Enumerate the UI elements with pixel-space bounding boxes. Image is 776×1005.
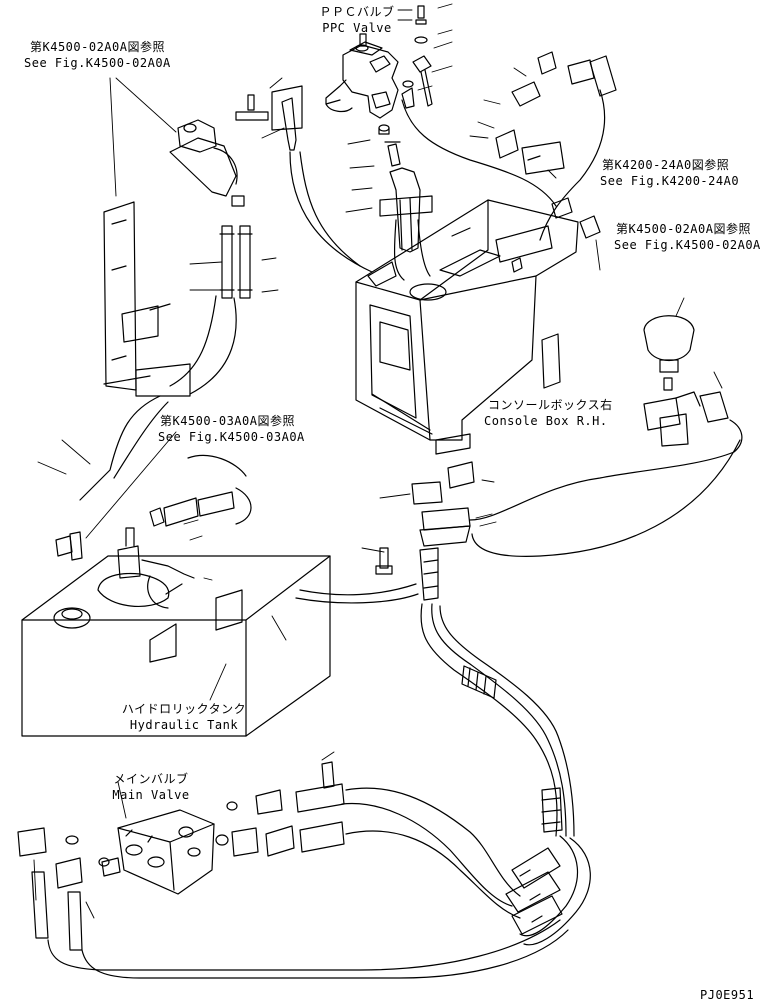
ref-k4200-24a0-en: See Fig.K4200-24A0: [600, 174, 740, 188]
hydraulic-tank-label-jp: ハイドロリックタンク: [121, 702, 247, 716]
ppc-bolts: [235, 5, 433, 167]
hoses: [47, 89, 743, 979]
main-valve-label-jp: メインバルブ: [113, 772, 189, 786]
left-valve-assembly: [169, 119, 253, 299]
tank-fittings: [55, 491, 235, 609]
console-box-label-jp: コンソールボックス右: [488, 398, 613, 412]
spiral-guards: [461, 665, 563, 935]
left-bracket: [103, 201, 191, 397]
ppc-harness: [379, 167, 433, 281]
ppc-valve: [325, 33, 399, 135]
ref-k4200-24a0-jp: 第K4200-24A0図参照: [602, 158, 730, 172]
console-box: [355, 199, 579, 455]
ref-k4500-02a0a-top-en: See Fig.K4500-02A0A: [24, 56, 171, 70]
drawing-code: PJ0E951: [700, 988, 755, 1002]
console-box-label-en: Console Box R.H.: [484, 414, 608, 428]
ref-k4500-02a0a-right-en: See Fig.K4500-02A0A: [614, 238, 761, 252]
hydraulic-tank-label-en: Hydraulic Tank: [129, 718, 239, 732]
ppc-valve-label-jp: ＰＰＣバルブ: [319, 5, 395, 19]
hydraulic-tank: [21, 555, 331, 737]
ref-k4500-03a0a-en: See Fig.K4500-03A0A: [158, 430, 305, 444]
ref-k4500-03a0a-jp: 第K4500-03A0A図参照: [160, 414, 295, 428]
main-valve: [101, 809, 215, 895]
main-valve-label-en: Main Valve: [112, 788, 190, 802]
ref-k4500-02a0a-right-jp: 第K4500-02A0A図参照: [616, 222, 751, 236]
accumulator: [643, 315, 729, 447]
leader-lines: [33, 3, 723, 919]
ref-k4500-02a0a-top-jp: 第K4500-02A0A図参照: [30, 40, 165, 54]
console-clamps: [375, 461, 475, 601]
k4200-fittings: [495, 51, 617, 239]
ppc-valve-label-en: PPC Valve: [322, 21, 392, 35]
